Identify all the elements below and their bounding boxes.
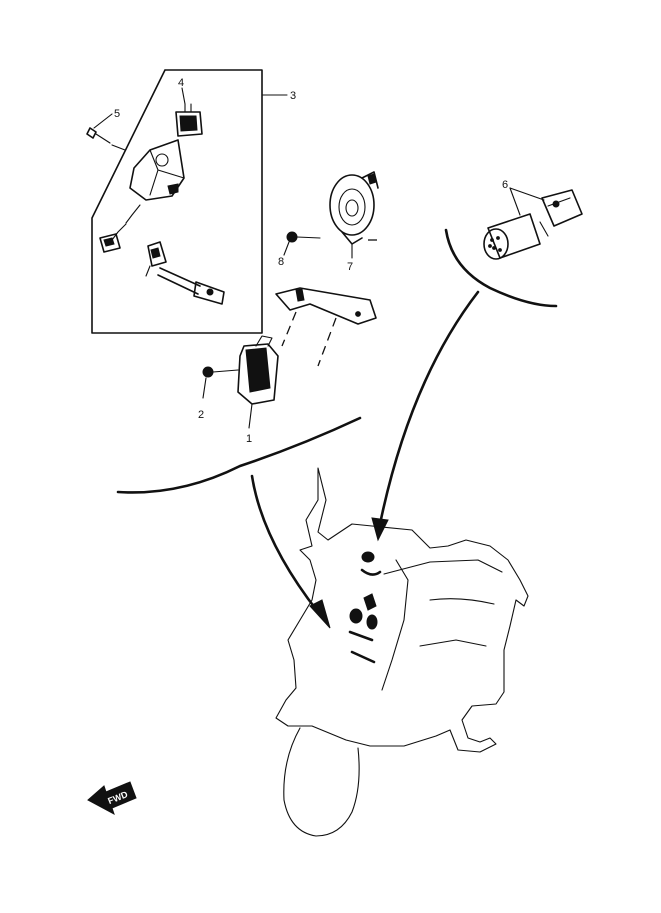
harness-mark-c [350,650,376,664]
flasher-relay [483,213,541,260]
harness-mark-b [348,630,374,642]
leader-line-4 [181,87,186,105]
leader-line-6a [509,187,521,216]
leg-shield-edge [381,559,409,691]
scooter-silhouette [275,467,529,837]
forward-direction-marker: FWD [87,781,137,816]
harness-mark-a [360,568,382,576]
callout-7: 7 [347,261,353,273]
location-arrow-left [250,474,320,614]
location-arc-left [116,416,362,494]
front-fender [283,727,360,837]
rectifier-group [202,287,377,429]
callout-2: 2 [198,409,204,421]
screw-part-5 [86,127,126,151]
rectifier-location-mark-b [366,614,378,630]
location-arrowhead-right [371,517,389,542]
callout-3: 3 [290,90,296,102]
location-arrowhead-left [309,599,331,629]
callout-4: 4 [178,77,184,89]
rectifier-regulator [237,335,279,405]
seat-lock-rod [145,241,225,305]
main-switch-assembly-group [86,69,288,334]
bolt-part-2 [202,366,239,378]
leader-line-2 [202,377,207,399]
seat-line [383,559,503,575]
leader-line-5 [93,113,113,129]
horn-group [283,171,382,259]
location-arrow-right [378,290,480,526]
mounting-bracket [275,287,377,325]
key-lock-cylinder [175,103,203,137]
callout-8: 8 [278,256,284,268]
fwd-arrow-icon [87,781,137,816]
switch-location-mark [363,593,377,611]
scooter-body-outline [275,467,529,753]
location-arc-right [444,228,558,308]
screw-part-8 [286,231,321,243]
leader-line-6b [509,187,545,201]
assembly-outline-box [91,69,263,334]
callout-labels: 4 3 5 6 8 7 2 1 [114,77,508,445]
horn [329,171,379,245]
callout-5: 5 [114,108,120,120]
callout-1: 1 [246,433,252,445]
floor-line [419,639,487,647]
bracket-dash-b [317,317,337,367]
instrument-group [483,187,583,260]
ignition-switch-body [125,139,185,224]
leader-line-8 [283,241,290,256]
bracket-dash-a [281,311,297,347]
location-indicators [116,228,558,629]
callout-6: 6 [502,179,508,191]
wire-connector [99,223,127,253]
leader-line-1 [248,403,253,429]
side-panel-curve [429,598,495,605]
rectifier-location-mark-a [349,608,363,624]
bracket-clamp [539,189,583,237]
instrument-location-mark [361,551,375,563]
